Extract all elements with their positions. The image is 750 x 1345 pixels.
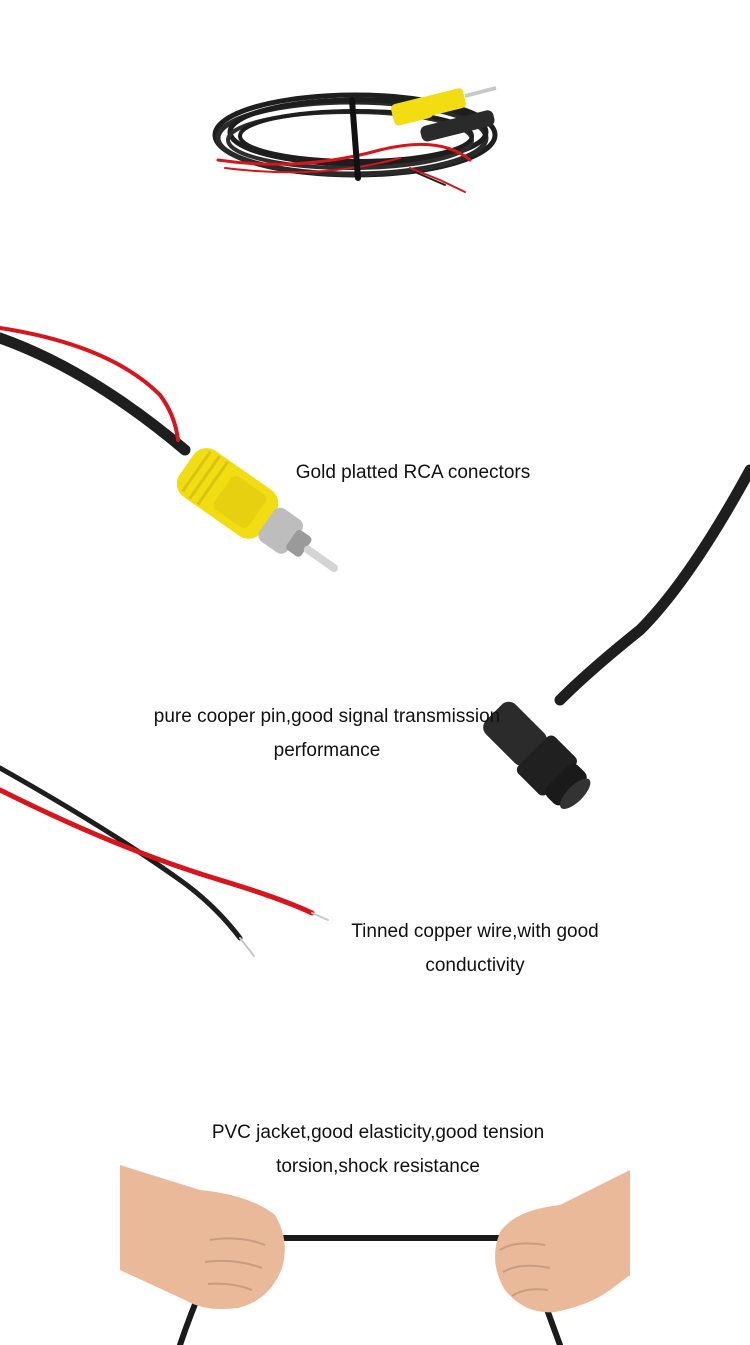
pvc-caption: PVC jacket,good elasticity,good tension … [168,1116,588,1184]
wire-caption: Tinned copper wire,with good conductivit… [330,915,620,983]
pin-caption-line1: pure cooper pin,good signal transmission [153,706,501,727]
wire-caption-line2: conductivity [425,955,525,976]
rca-caption-line1: Gold platted RCA conectors [295,462,531,483]
pin-caption-line2: performance [273,740,381,761]
pvc-caption-line1: PVC jacket,good elasticity,good tension [211,1122,545,1143]
rca-caption: Gold platted RCA conectors [262,456,564,490]
wire-caption-line1: Tinned copper wire,with good [351,921,599,942]
pvc-caption-line2: torsion,shock resistance [276,1156,480,1177]
pin-caption: pure cooper pin,good signal transmission… [128,700,526,768]
